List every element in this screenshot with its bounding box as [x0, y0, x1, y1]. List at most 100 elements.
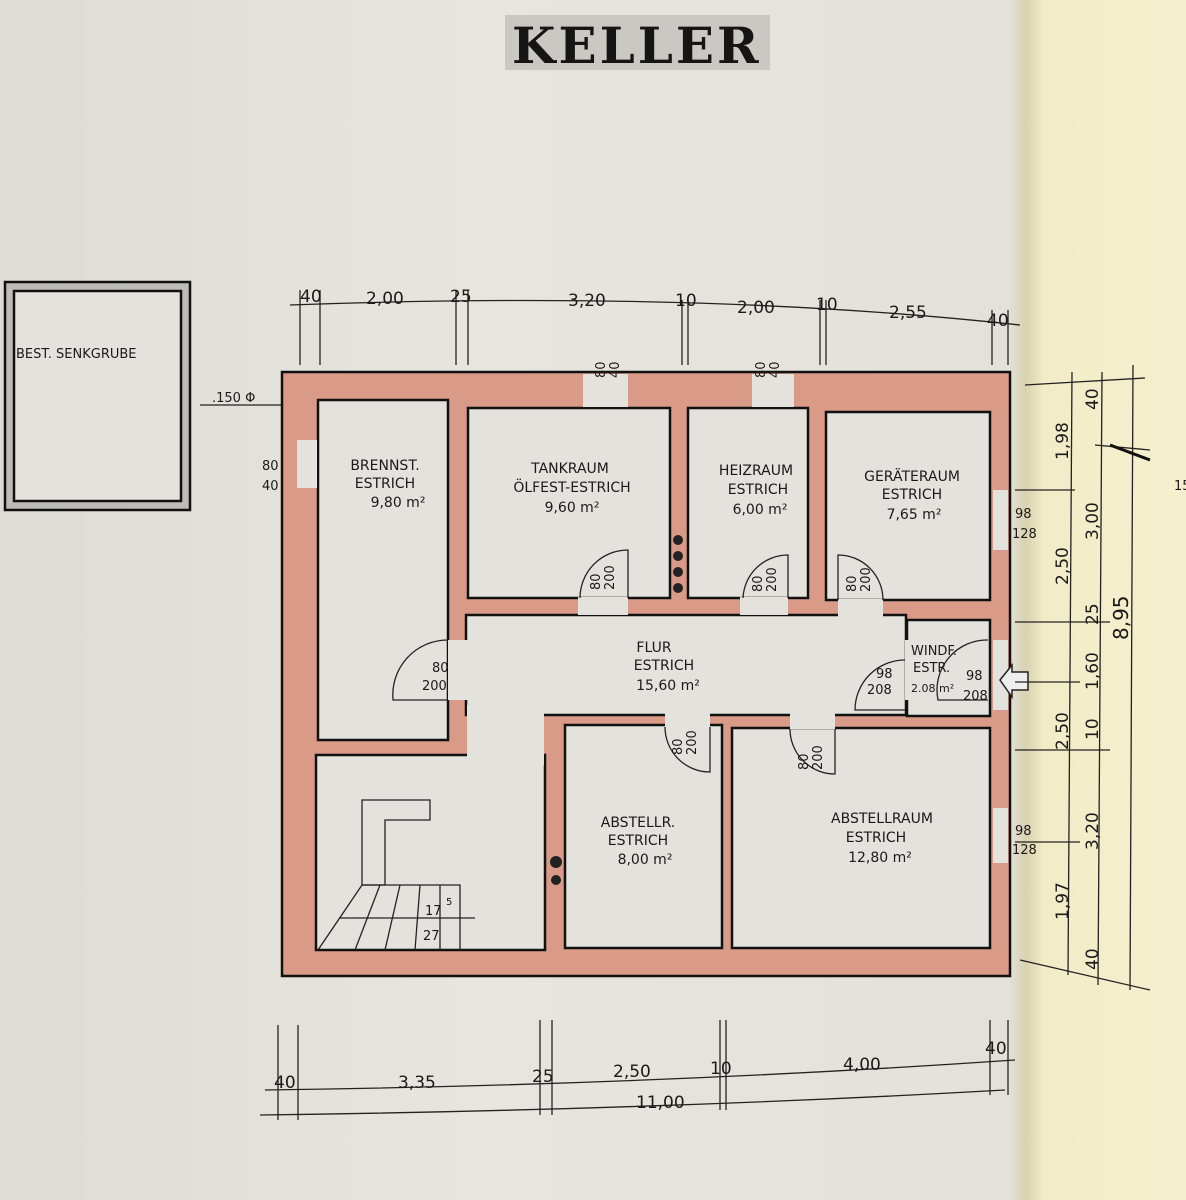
dim-label: 40 [987, 311, 1009, 331]
room-floor: ESTRICH [634, 658, 694, 674]
room-area: 6,00 m² [733, 502, 788, 518]
door-height: 208 [963, 689, 988, 704]
plan-title: KELLER [512, 16, 762, 75]
dim-label: 25 [450, 287, 472, 307]
window-height: 40 [768, 361, 783, 378]
room-abstellraum [730, 726, 992, 950]
window-height: 128 [1012, 843, 1037, 858]
dim-label: 4,00 [843, 1055, 881, 1075]
staircase [317, 799, 475, 951]
dim-label: 2,00 [737, 298, 775, 318]
room-floor: ESTRICH [355, 476, 415, 492]
room-stair [314, 753, 547, 952]
walls [280, 370, 1012, 978]
room-name: TANKRAUM [530, 461, 609, 477]
door-height: 200 [859, 567, 874, 592]
door-width: 80 [432, 661, 449, 676]
room-name: ABSTELLRAUM [831, 811, 933, 827]
dim-label: 40 [274, 1073, 296, 1093]
room-name: ABSTELLR. [601, 815, 676, 831]
door-width: 80 [751, 575, 766, 592]
room-floor: ESTR. [913, 661, 950, 676]
dim-label: 40 [1083, 948, 1103, 970]
window-width: 98 [1015, 507, 1032, 522]
dim-label: 2,00 [366, 289, 404, 309]
dim-label: 1,98 [1053, 422, 1073, 460]
room-name: WINDF. [911, 644, 957, 659]
window-width: 98 [1015, 824, 1032, 839]
door-width: 98 [966, 669, 983, 684]
room-name: GERÄTERAUM [864, 467, 960, 485]
door-labels: 80 200 98 208 98 208 80 40 98 128 98 128… [262, 361, 1037, 858]
room-labels: BRENNST. ESTRICH 9,80 m² TANKRAUM ÖLFEST… [350, 458, 960, 868]
septic-tank: BEST. SENKGRUBE .150 Φ [3, 280, 320, 512]
dimensions-bottom: 40 3,35 25 2,50 10 4,00 40 11,00 [259, 1020, 1016, 1120]
room-tankraum [466, 406, 672, 600]
room-area: 12,80 m² [848, 850, 912, 866]
dim-label: 40 [1083, 388, 1103, 410]
room-area: 9,80 m² [371, 495, 426, 511]
room-name: HEIZRAUM [719, 463, 793, 479]
dim-label: 2,55 [889, 303, 927, 323]
chimney [673, 535, 683, 593]
dim-label: 1,60 [1083, 652, 1103, 690]
dim-label: 25 [1083, 603, 1103, 625]
door-height: 200 [685, 730, 700, 755]
window-height: 40 [262, 479, 279, 494]
door-height: 200 [422, 679, 447, 694]
dim-label: 3,00 [1083, 502, 1103, 540]
pipe-label: .150 Φ [212, 391, 255, 406]
dimensions-right: 1,98 2,50 2,50 1,97 40 3,00 25 1,60 10 3… [1015, 364, 1186, 991]
dim-label: 3,20 [1083, 812, 1103, 850]
stair-run: 27 [423, 929, 440, 944]
door-swings [392, 549, 989, 775]
room-name: BRENNST. [350, 458, 419, 474]
room-area: 8,00 m² [618, 852, 673, 868]
septic-tank-label: BEST. SENKGRUBE [16, 347, 137, 362]
door-height: 200 [811, 745, 826, 770]
dim-label: 1,97 [1053, 882, 1073, 920]
room-area: 15,60 m² [636, 678, 700, 694]
dim-label: 40 [985, 1039, 1007, 1059]
dim-label: 10 [816, 295, 838, 315]
dim-label: 10 [710, 1059, 732, 1079]
entrance-arrow-icon [999, 662, 1029, 700]
dim-label: 10 [1083, 718, 1103, 740]
door-width: 80 [589, 573, 604, 590]
window-height: 40 [608, 361, 623, 378]
door-height: 208 [867, 683, 892, 698]
room-name: FLUR [636, 640, 671, 656]
door-width: 80 [797, 753, 812, 770]
dim-total-depth: 8,95 [1109, 595, 1133, 640]
edge-text: 15 [1174, 479, 1186, 494]
room-brennst [316, 398, 450, 742]
room-floor: ESTRICH [882, 487, 942, 503]
dim-label: 10 [675, 291, 697, 311]
room-floor: ESTRICH [728, 482, 788, 498]
title-stamp-bg [505, 15, 770, 70]
dim-label: 2,50 [1053, 712, 1073, 750]
door-width: 80 [845, 575, 860, 592]
door-height: 200 [603, 565, 618, 590]
room-floor: ESTRICH [608, 833, 668, 849]
window-width: 80 [594, 361, 609, 378]
room-area: 9,60 m² [545, 500, 600, 516]
stair-rise-frac: 5 [446, 897, 452, 908]
door-height: 200 [765, 567, 780, 592]
door-width: 80 [671, 738, 686, 755]
dim-label: 2,50 [1053, 547, 1073, 585]
stair-rise: 17 [425, 904, 442, 919]
dim-total-width: 11,00 [636, 1093, 685, 1113]
room-area: 7,65 m² [887, 507, 942, 523]
room-geraeteraum [824, 410, 992, 602]
dimensions-top: 40 2,00 25 3,20 10 2,00 10 2,55 40 [289, 287, 1021, 365]
window-height: 128 [1012, 527, 1037, 542]
dim-label: 2,50 [613, 1062, 651, 1082]
room-floor: ÖLFEST-ESTRICH [513, 478, 630, 496]
door-width: 98 [876, 667, 893, 682]
room-area: 2.08 m² [911, 682, 954, 695]
room-abstellr [563, 723, 724, 950]
window-width: 80 [262, 459, 279, 474]
